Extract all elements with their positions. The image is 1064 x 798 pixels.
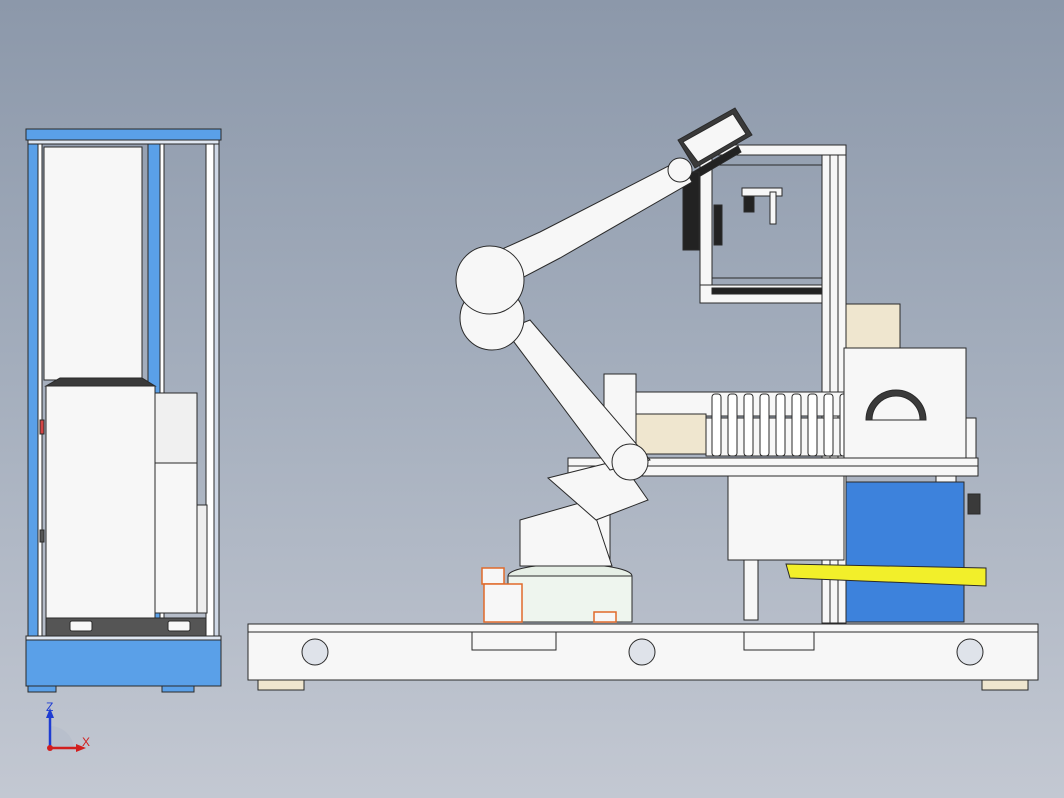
side-view-enclosure xyxy=(25,128,222,693)
z-axis-label: Z xyxy=(46,700,53,714)
base-frame xyxy=(247,623,1039,691)
industrial-robot-arm xyxy=(455,157,693,623)
control-cabinet xyxy=(845,481,965,623)
orange-fixture xyxy=(481,567,617,623)
capper-housing xyxy=(843,347,977,459)
x-axis-label: X xyxy=(82,735,90,749)
coordinate-triad-icon: Z X xyxy=(46,700,90,752)
yellow-guide-rail xyxy=(785,563,987,587)
cabinet-handle xyxy=(967,493,981,515)
